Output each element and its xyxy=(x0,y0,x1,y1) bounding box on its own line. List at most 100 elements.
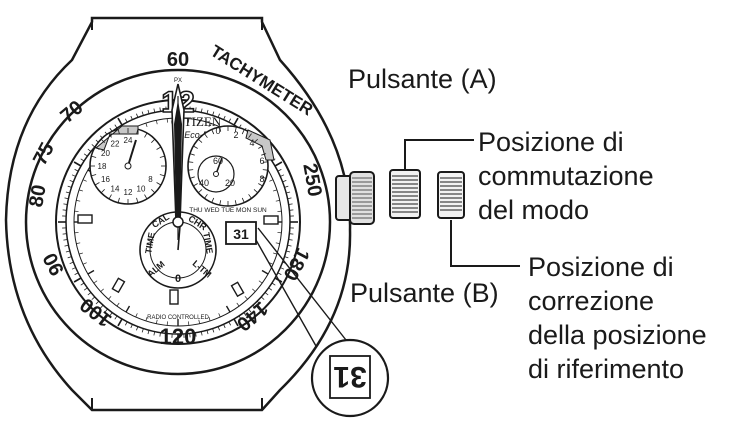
bezel-tick xyxy=(280,174,285,177)
crown xyxy=(349,171,375,225)
bezel-tick xyxy=(284,256,289,259)
subdial-number: 24 xyxy=(124,136,133,145)
dial-tick xyxy=(275,242,280,244)
label-reference-correction: Posizione di correzione della posizione … xyxy=(528,250,707,386)
bezel-tick xyxy=(228,321,232,326)
bezel-tick xyxy=(147,109,150,114)
bezel-tick xyxy=(87,292,92,296)
bezel-tick xyxy=(228,118,232,123)
subdial-tick xyxy=(144,132,148,138)
label-reference-line: correzione xyxy=(528,286,655,316)
chrono-tick xyxy=(189,153,195,156)
dial-tick xyxy=(244,296,248,300)
bezel-tick xyxy=(159,107,161,112)
bezel-tick xyxy=(117,117,123,126)
svg-text:31: 31 xyxy=(233,226,249,242)
bezel-number: 80 xyxy=(25,183,51,209)
chrono-tick xyxy=(193,183,198,187)
bezel-tick xyxy=(64,197,69,200)
bezel-tick xyxy=(95,300,100,305)
subdial-number: 14 xyxy=(111,185,120,194)
bezel-tick xyxy=(124,118,128,123)
subdial-tick xyxy=(94,182,100,186)
subdial-tick xyxy=(159,174,165,177)
chrono-right-number: 8 xyxy=(259,174,264,184)
chrono-tick xyxy=(189,176,195,179)
subdial-number: 12 xyxy=(124,188,133,197)
bezel-tick xyxy=(83,287,88,291)
bezel-tick xyxy=(136,326,139,331)
leader-line-mode xyxy=(404,139,474,170)
chrono-right-number: 6 xyxy=(259,156,264,166)
dial-tick xyxy=(76,242,81,244)
bezel-tick xyxy=(284,185,289,188)
dial-tick xyxy=(78,189,84,192)
subdial-number: 16 xyxy=(101,175,110,184)
subdial-tick xyxy=(94,146,100,150)
bezel-tick xyxy=(248,308,252,313)
bezel-number: 60 xyxy=(167,49,189,71)
bezel-tick xyxy=(114,315,118,320)
subdial-tick xyxy=(91,174,97,177)
chrono-top-number: 0 xyxy=(215,126,220,136)
chrono-small-number: 20 xyxy=(225,178,235,188)
bezel-tick xyxy=(65,191,70,194)
chrono-tick xyxy=(248,194,252,199)
dial-tick xyxy=(100,288,104,292)
bezel-tick xyxy=(130,324,133,329)
bezel-tick xyxy=(264,292,269,296)
subdial-tick xyxy=(108,194,112,200)
dial-tick xyxy=(76,200,81,202)
label-mode-switch-line: del modo xyxy=(478,195,590,225)
bezel-number: 120 xyxy=(160,324,197,349)
magnified-date: 31 xyxy=(333,360,366,393)
subdial-tick xyxy=(151,138,156,143)
dial-tick xyxy=(82,262,87,265)
case-top-edge xyxy=(91,18,263,30)
chrono-tick xyxy=(262,169,268,171)
mode-center: 0 xyxy=(175,273,181,285)
subdial-tick xyxy=(91,155,97,158)
bezel-tick xyxy=(274,161,283,167)
dial-tick xyxy=(272,252,278,255)
bezel-tick xyxy=(206,109,209,114)
bezel-tick xyxy=(65,250,70,253)
bezel-tick xyxy=(136,113,139,118)
bezel-tick xyxy=(153,108,156,113)
label-mode-switch-line: Posizione di xyxy=(478,127,624,157)
dial-tick xyxy=(198,319,200,324)
subdial-tick xyxy=(100,138,105,143)
bezel-tick xyxy=(147,330,150,335)
dial-tick xyxy=(78,252,84,255)
bezel-tick xyxy=(238,315,242,320)
bezel-tick xyxy=(153,331,156,336)
chrono-tick xyxy=(211,197,215,203)
label-button-b: Pulsante (B) xyxy=(350,278,499,308)
dial-tick xyxy=(258,280,263,284)
bezel-tick xyxy=(217,113,220,118)
dial-tick xyxy=(252,288,256,292)
crown-position-a xyxy=(389,169,421,219)
bezel-tick xyxy=(74,168,79,172)
dial-tick xyxy=(269,262,274,265)
bezel-tick xyxy=(73,161,82,167)
chrono-tick xyxy=(241,129,245,135)
dial-tick xyxy=(198,120,200,125)
chrono-small-number: 40 xyxy=(199,178,209,188)
bezel-tick xyxy=(114,124,118,129)
bezel-tick xyxy=(243,312,247,317)
dial-tick xyxy=(225,305,231,313)
subdial-tick xyxy=(100,189,105,194)
dial-tick xyxy=(272,189,278,192)
subdial-tick xyxy=(151,189,156,194)
dial-tick xyxy=(135,313,138,318)
label-reference-line: della posizione xyxy=(528,320,707,350)
subdial-number: 8 xyxy=(148,175,153,184)
bezel-tick xyxy=(64,244,69,247)
subdial-number: 10 xyxy=(137,185,146,194)
case-bottom-edge xyxy=(91,398,263,410)
label-button-a: Pulsante (A) xyxy=(348,64,497,94)
bezel-tick xyxy=(141,328,144,333)
